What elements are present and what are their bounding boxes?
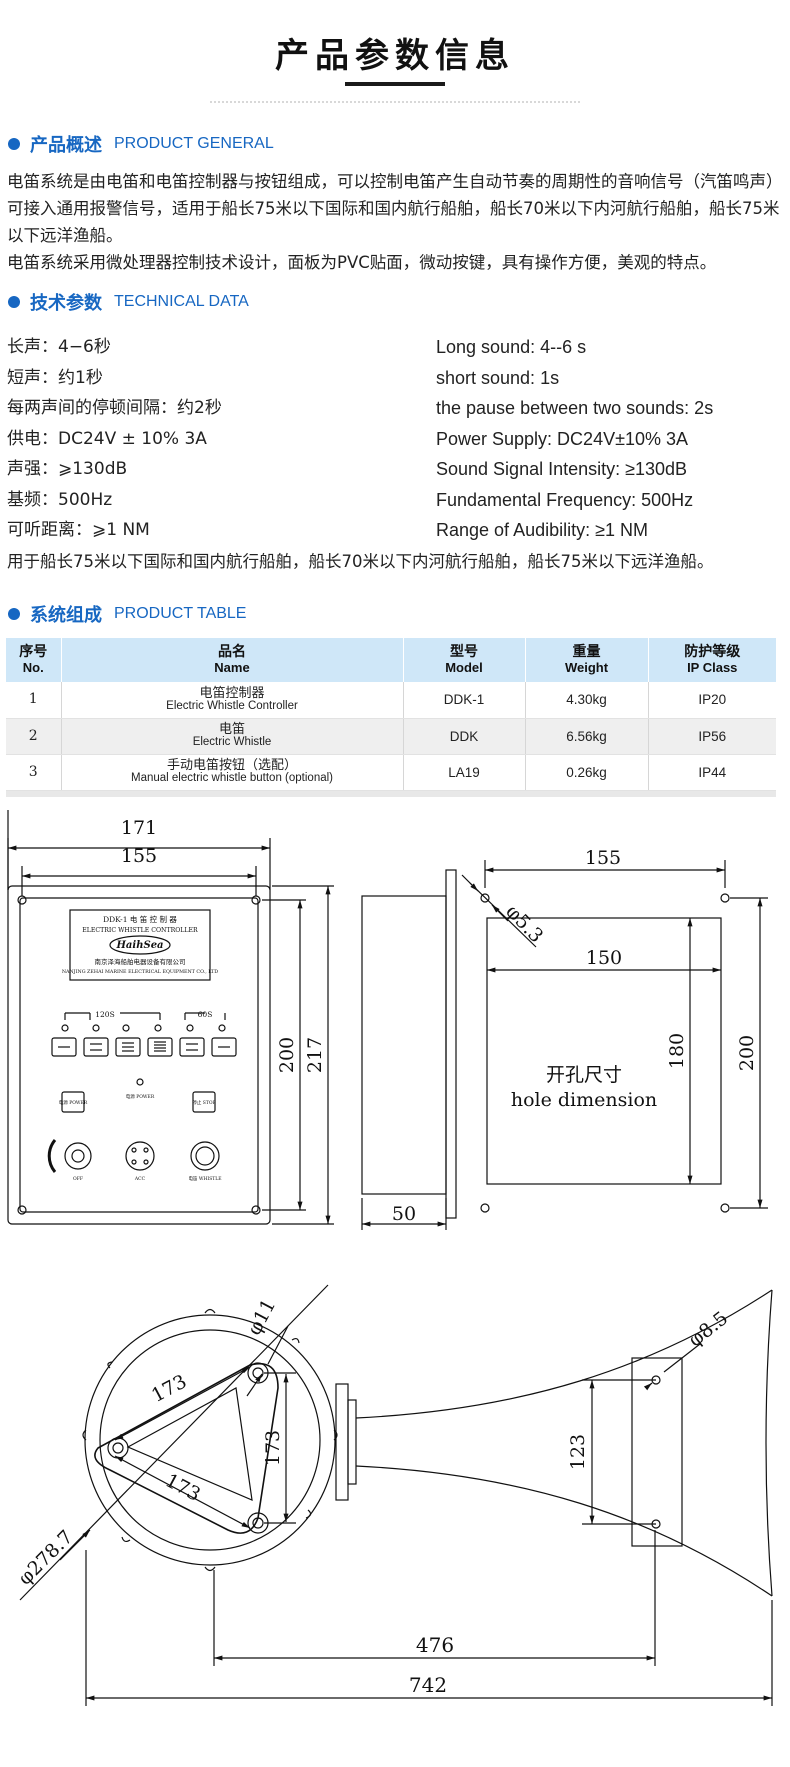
section-title-en: TECHNICAL DATA [114, 293, 249, 310]
power-led-label: 电源 POWER [126, 1093, 155, 1100]
cell-ip: IP20 [648, 682, 776, 719]
section-head-technical: 技术参数 TECHNICAL DATA [8, 290, 249, 314]
plate-subtitle: ELECTRIC WHISTLE CONTROLLER [82, 927, 198, 934]
spec-item: 声强：⩾130dB [7, 459, 128, 479]
table-bottom-bar [6, 790, 776, 797]
dim-cutout-width-inner: 150 [586, 947, 622, 969]
stop-button[interactable]: 停止 STOP [192, 1099, 215, 1106]
spec-list-cn: 长声：4−6秒 短声：约1秒 每两声间的停顿间隔：约2秒 供电：DC24V ± … [7, 332, 427, 546]
cell-no: 1 [6, 682, 62, 719]
spec-item: 短声：约1秒 [7, 367, 103, 388]
spec-item: Power Supply: DC24V±10% 3A [436, 428, 689, 449]
plate-company-cn: 南京泽海船舶电器设备有限公司 [95, 957, 186, 966]
spec-list-en: Long sound: 4--6 s short sound: 1s the p… [436, 332, 786, 546]
cell-weight: 4.30kg [525, 682, 649, 719]
label-60s: 60S [198, 1010, 213, 1019]
general-paragraph-2: 电笛系统采用微处理器控制技术设计，面板为PVC贴面，微动按键，具有操作方便，美观… [7, 253, 717, 272]
cell-model: LA19 [403, 754, 526, 791]
cell-name: 手动电笛按钮（选配）Manual electric whistle button… [61, 754, 404, 791]
section-title-cn: 系统组成 [30, 605, 102, 626]
label-off: OFF [73, 1176, 83, 1182]
spec-item: 每两声间的停顿间隔：约2秒 [7, 398, 222, 418]
label-120s: 120S [95, 1010, 114, 1019]
dim-controller-height-inner: 200 [276, 1037, 298, 1073]
dimension-drawings: 171 155 200 217 DDK-1 电 笛 控 制 器 ELECTRIC… [7, 810, 773, 1706]
cell-no: 2 [6, 718, 62, 755]
dim-cutout-hole: φ5.3 [501, 901, 547, 948]
dim-controller-height-outer: 217 [304, 1037, 326, 1073]
technical-note: 用于船长75米以下国际和国内航行船舶，船长70米以下内河航行船舶，船长75米以下… [7, 552, 714, 571]
spec-item: 长声：4−6秒 [7, 337, 111, 357]
spec-item: Sound Signal Intensity: ≥130dB [436, 459, 688, 479]
section-title-cn: 技术参数 [30, 293, 102, 314]
page-title: 产品参数信息 [275, 36, 515, 76]
section-title-cn: 产品概述 [30, 135, 102, 156]
dim-controller-width-outer: 171 [121, 817, 157, 839]
general-paragraph-1: 电笛系统是由电笛和电笛控制器与按钮组成，可以控制电笛产生自动节奏的周期性的音响信… [7, 172, 783, 245]
spec-item: 可听距离：⩾1 NM [7, 520, 150, 540]
cell-ip: IP56 [648, 718, 776, 755]
section-title-en: PRODUCT GENERAL [114, 135, 274, 152]
title-divider [210, 101, 580, 103]
bullet-icon [8, 296, 20, 308]
cell-model: DDK-1 [403, 682, 526, 719]
dim-whistle-length-inner: 476 [416, 1633, 454, 1657]
dim-whistle-length-total: 742 [409, 1673, 447, 1697]
dim-cutout-depth: 50 [392, 1203, 416, 1225]
spec-item: 供电：DC24V ± 10% 3A [7, 428, 207, 449]
spec-item: Long sound: 4--6 s [436, 337, 587, 357]
cell-ip: IP44 [648, 754, 776, 791]
bullet-icon [8, 608, 20, 620]
cell-no: 3 [6, 754, 62, 791]
spec-item: the pause between two sounds: 2s [436, 398, 714, 418]
cell-weight: 6.56kg [525, 718, 649, 755]
dim-cutout-height-outer: 200 [736, 1035, 758, 1071]
spec-item: 基频：500Hz [7, 489, 113, 510]
dim-whistle-diameter: φ278.7 [14, 1526, 77, 1589]
bullet-icon [8, 138, 20, 150]
controller-front-view [7, 810, 334, 1225]
cell-model: DDK [403, 718, 526, 755]
dim-whistle-side-c: 173 [262, 1430, 284, 1466]
label-whistle: 电笛 WHISTLE [188, 1175, 221, 1182]
section-head-system: 系统组成 PRODUCT TABLE [8, 602, 246, 626]
cell-weight: 0.26kg [525, 754, 649, 791]
power-button[interactable]: 电源 POWER [59, 1099, 88, 1106]
cutout-view [361, 860, 768, 1230]
dim-whistle-mount-height: 123 [567, 1434, 589, 1470]
label-acc: ACC [134, 1176, 146, 1182]
cutout-label-en: hole dimension [511, 1089, 657, 1111]
spec-item: Range of Audibility: ≥1 NM [436, 520, 648, 540]
plate-company-en: NANJING ZEHAI MARINE ELECTRICAL EQUIPMEN… [62, 969, 218, 975]
table-row: 3 手动电笛按钮（选配）Manual electric whistle butt… [6, 754, 776, 791]
cutout-label-cn: 开孔尺寸 [546, 1064, 622, 1086]
plate-title: DDK-1 电 笛 控 制 器 [103, 914, 177, 924]
whistle-horn-view [19, 1284, 773, 1706]
dim-cutout-width-outer: 155 [585, 847, 621, 869]
title-underline [345, 82, 445, 86]
plate-logo: HaihSea [115, 940, 163, 951]
dim-whistle-mount-hole: φ8.5 [684, 1307, 732, 1351]
section-head-general: 产品概述 PRODUCT GENERAL [8, 132, 274, 156]
dim-controller-width-inner: 155 [121, 845, 157, 867]
spec-item: short sound: 1s [436, 367, 560, 388]
spec-item: Fundamental Frequency: 500Hz [436, 489, 694, 510]
section-title-en: PRODUCT TABLE [114, 605, 247, 622]
dim-cutout-height-inner: 180 [666, 1033, 688, 1069]
